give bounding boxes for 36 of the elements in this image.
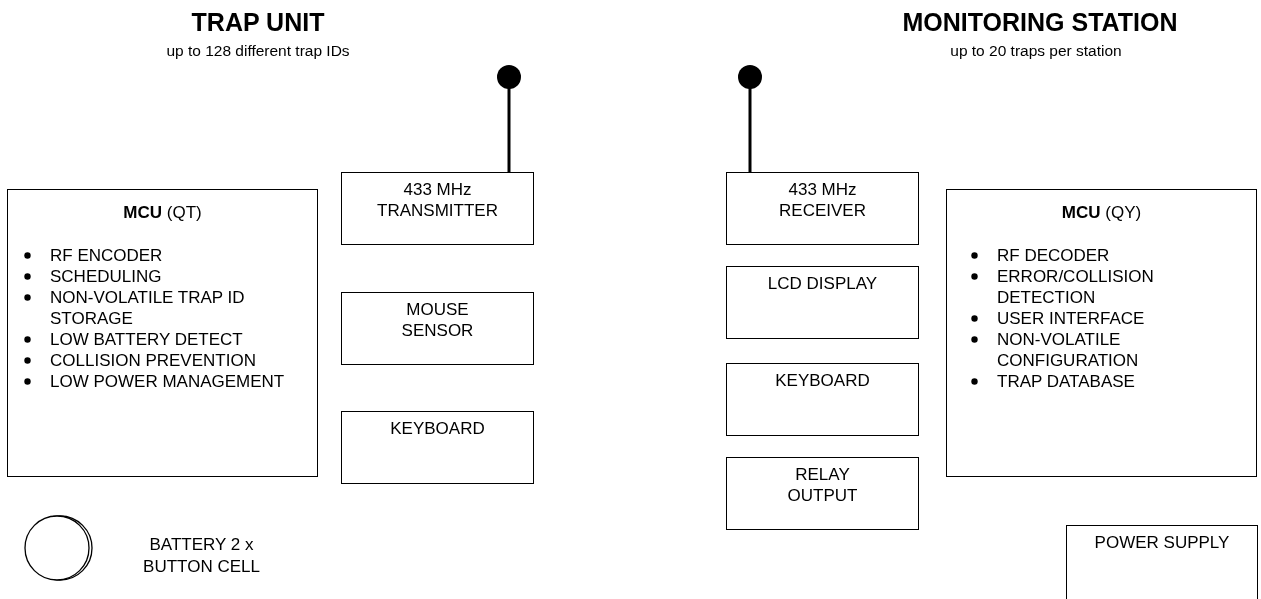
power-supply-box	[1066, 525, 1258, 599]
transmitter-box	[341, 172, 534, 245]
box-label: POWER SUPPLY	[1093, 532, 1231, 553]
section-heading: MONITORING STATION	[901, 8, 1179, 37]
box-label: 433 MHz TRANSMITTER	[376, 179, 499, 221]
list-item: LOW BATTERY DETECT	[50, 330, 243, 349]
box-label: LCD DISPLAY	[766, 273, 879, 294]
list-item: RF DECODER	[997, 246, 1110, 265]
keyboard-box	[726, 363, 919, 436]
section-subtitle: up to 128 different trap IDs	[165, 42, 351, 60]
list-item: NON-VOLATILE CONFIGURATION	[997, 330, 1139, 370]
box-label: KEYBOARD	[774, 370, 871, 391]
list-item: ERROR/COLLISION DETECTION	[997, 267, 1154, 307]
sensor-box	[341, 292, 534, 365]
list-item: USER INTERFACE	[997, 309, 1145, 328]
relay-box	[726, 457, 919, 530]
box-label: KEYBOARD	[389, 418, 486, 439]
box-heading: MCU (QT)	[122, 202, 203, 223]
list-item: SCHEDULING	[50, 267, 162, 286]
list-item: TRAP DATABASE	[997, 372, 1135, 391]
battery-caption: BATTERY 2 x BUTTON CELL	[142, 534, 261, 578]
mcu-box	[946, 189, 1257, 477]
box-label: 433 MHz RECEIVER	[778, 179, 867, 221]
receiver-box	[726, 172, 919, 245]
list-item: NON-VOLATILE TRAP ID STORAGE	[50, 288, 245, 328]
box-label: RELAY OUTPUT	[786, 464, 859, 506]
list-item: LOW POWER MANAGEMENT	[50, 372, 285, 391]
mcu-box	[7, 189, 318, 477]
box-label: MOUSE SENSOR	[400, 299, 475, 341]
display-box	[726, 266, 919, 339]
list-item: COLLISION PREVENTION	[50, 351, 256, 370]
box-heading: MCU (QY)	[1060, 202, 1143, 223]
list-item: RF ENCODER	[50, 246, 163, 265]
section-subtitle: up to 20 traps per station	[949, 42, 1123, 60]
keyboard-box	[341, 411, 534, 484]
section-heading: TRAP UNIT	[190, 8, 326, 37]
